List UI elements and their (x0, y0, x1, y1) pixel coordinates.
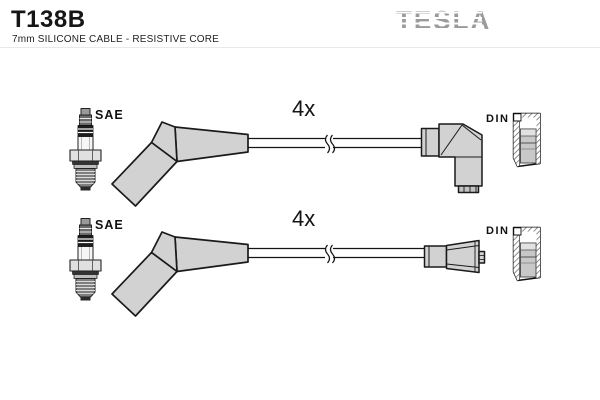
distributor-connector-elbow (420, 123, 483, 194)
cable (248, 134, 422, 154)
spark-plug-boot (111, 121, 249, 207)
plug-standard-label-row2: SAE (95, 218, 124, 232)
connector-standard-label-row2: DIN (486, 225, 510, 237)
quantity-label-row2: 4x (292, 206, 316, 231)
connector-section-icon (512, 226, 541, 282)
brand-logo-stripes (396, 8, 482, 34)
connector-standard-label-row1: DIN (486, 113, 510, 125)
spark-plug-icon (69, 217, 102, 302)
spark-plug-boot (111, 231, 249, 317)
spark-plug-icon (69, 107, 102, 192)
connector-section-icon (512, 112, 541, 168)
header-divider (0, 47, 600, 48)
row1-group (69, 107, 541, 207)
quantity-label-row1: 4x (292, 96, 316, 121)
part-number: T138B (11, 6, 86, 33)
cable (248, 244, 425, 264)
plug-standard-label-row1: SAE (95, 108, 124, 122)
brand-logo: TESLA (396, 6, 489, 34)
subtitle: 7mm SILICONE CABLE - RESISTIVE CORE (12, 34, 220, 45)
row2-group (69, 217, 541, 317)
distributor-connector-straight (423, 239, 486, 274)
